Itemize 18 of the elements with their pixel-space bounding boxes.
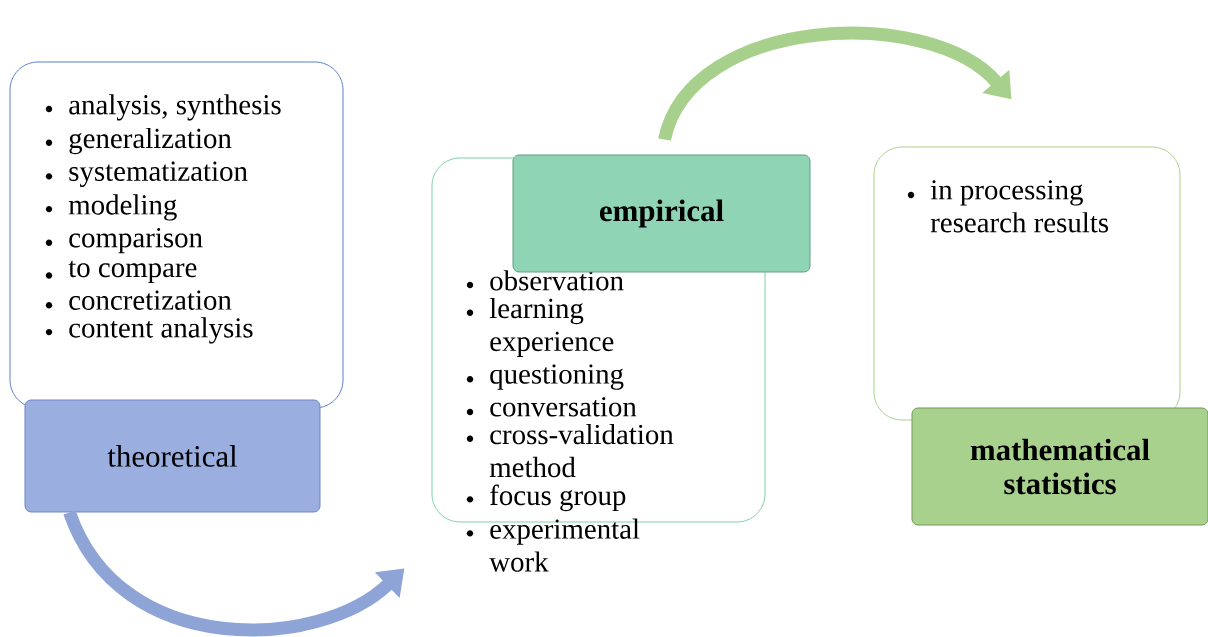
list-item: observation bbox=[490, 270, 624, 291]
list-item: questioning bbox=[490, 364, 624, 390]
list-item: modeling bbox=[68, 194, 177, 221]
list-item: conversation bbox=[490, 397, 637, 417]
list-item: in processing research results bbox=[930, 180, 1109, 233]
list-item: systematization bbox=[69, 161, 248, 187]
list-item: analysis, synthesis bbox=[69, 94, 281, 121]
list-item: generalization bbox=[69, 127, 232, 155]
title-box: mathematical statistics bbox=[911, 407, 1208, 526]
title-box: empirical bbox=[512, 154, 811, 273]
title-box: theoretical bbox=[24, 399, 321, 513]
list-item: experimental work bbox=[489, 518, 640, 572]
list-item: content analysis bbox=[69, 317, 253, 344]
list-item: to compare bbox=[68, 260, 197, 284]
list-item: comparison bbox=[69, 228, 203, 254]
list-item: concretization bbox=[69, 290, 232, 310]
list-item: focus group bbox=[490, 484, 626, 512]
curved-arrow bbox=[658, 26, 1012, 142]
